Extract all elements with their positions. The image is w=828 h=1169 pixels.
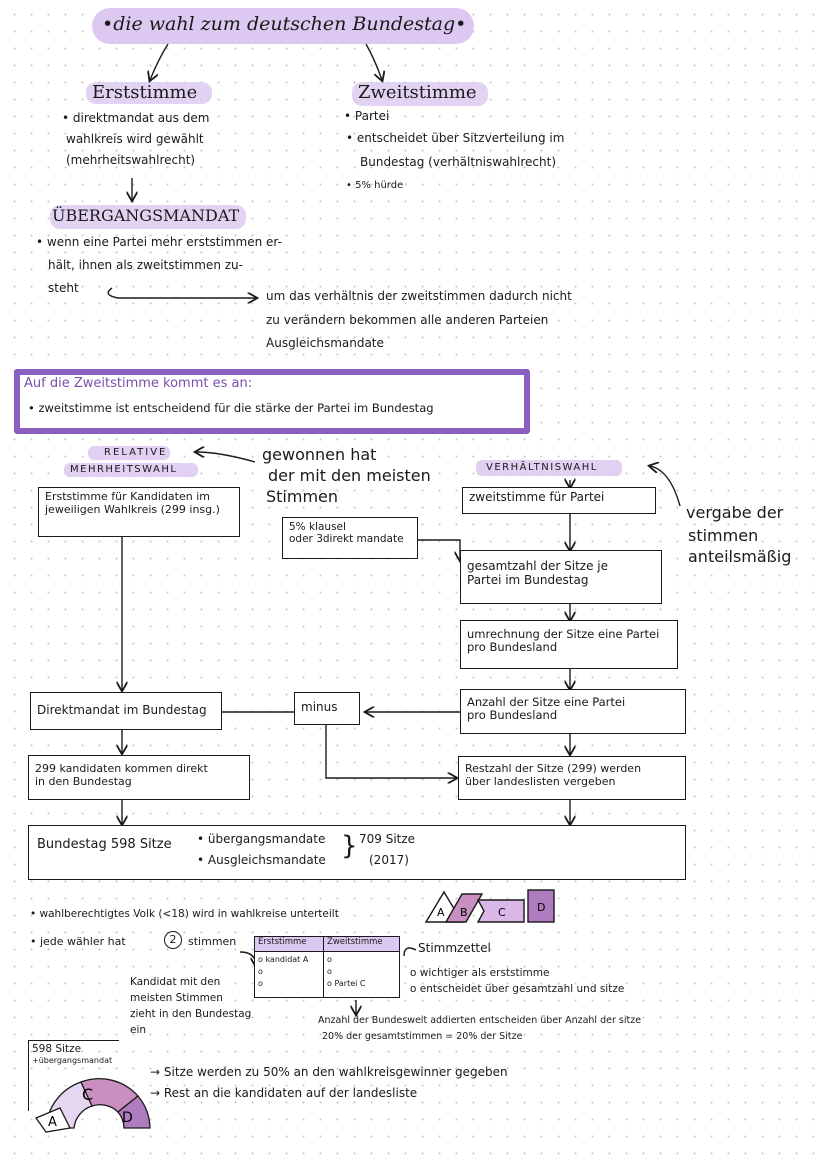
stimmen-word: stimmen	[188, 935, 237, 948]
box-minus: minus	[294, 692, 360, 725]
stimmen-count-circle: 2	[164, 931, 182, 949]
box-umrechnung: umrechnung der Sitze eine Partei pro Bun…	[460, 620, 678, 669]
zweitstimme-highlight	[352, 82, 488, 106]
box-erststimme-kandidaten: Erststimme für Kandidaten im jeweiligen …	[38, 487, 240, 537]
box-gesamtzahl: gesamtzahl der Sitze je Partei im Bundes…	[460, 550, 662, 604]
label-verhaeltniswahl: VERHÄLTNISWAHL	[486, 462, 598, 473]
kandidat-note-3: zieht in den Bundestag	[130, 1008, 252, 1020]
erststimme-highlight	[86, 82, 212, 104]
mehrheit-highlight	[64, 463, 198, 477]
callout-box	[14, 369, 530, 434]
gewonnen-line-1: gewonnen hat	[262, 445, 377, 464]
callout-heading: Auf die Zweitstimme kommt es an:	[24, 376, 253, 391]
bundestag-brace: }	[341, 831, 358, 861]
vergabe-line-1: vergabe der	[686, 503, 784, 522]
bundestag-total-1: 709 Sitze	[359, 832, 416, 846]
erststimme-line-2: wahlkreis wird gewählt	[66, 132, 204, 146]
bullet-wahlberechtigt: • wahlberechtigtes Volk (<18) wird in wa…	[30, 908, 339, 920]
erststimme-line-3: (mehrheitswahlrecht)	[66, 153, 196, 167]
uebergang-result-3: Ausgleichsmandate	[266, 336, 384, 350]
ballot-col1: Erststimme	[258, 937, 307, 947]
seat-arrow-2: → Rest an die kandidaten auf der landesl…	[150, 1086, 418, 1100]
stimmzettel-label: Stimmzettel	[418, 941, 491, 955]
bundestag-item-2: • Ausgleichsmandate	[197, 853, 326, 867]
vergabe-line-2: stimmen	[688, 526, 759, 545]
uebergang-heading: ÜBERGANGSMANDAT	[52, 206, 240, 225]
box-klausel: 5% klausel oder 3direkt mandate	[282, 517, 418, 559]
kandidat-note-4: ein	[130, 1024, 147, 1036]
zweitstimme-line-4: • 5% hürde	[346, 180, 404, 191]
ballot-col1-row2: o	[258, 967, 263, 976]
callout-text: • zweitstimme ist entscheidend für die s…	[28, 401, 434, 415]
zweitstimme-heading: Zweitstimme	[358, 82, 477, 103]
uebergang-line-2: hält, ihnen als zweitstimmen zu-	[48, 258, 243, 272]
title-highlight	[92, 8, 474, 44]
page-title: •die wahl zum deutschen Bundestag•	[102, 13, 467, 35]
ballot-col1-row3: o	[258, 979, 263, 988]
box-bundestag: Bundestag 598 Sitze • übergangsmandate •…	[28, 825, 686, 880]
zweitstimme-line-2: • entscheidet über Sitzverteilung im	[346, 131, 565, 145]
seat-part-d: D	[122, 1110, 133, 1126]
zweitstimme-line-3: Bundestag (verhältniswahlrecht)	[360, 155, 557, 169]
label-relative: RELATIVE	[104, 447, 168, 458]
seat-label-2: +übergangsmandat	[32, 1056, 113, 1065]
ballot-col2-row3: o Partei C	[327, 979, 366, 988]
kandidat-note-2: meisten Stimmen	[130, 992, 223, 1004]
tile-a: A	[437, 906, 445, 919]
zweitstimme-line-1: • Partei	[344, 109, 390, 123]
seat-label-box	[28, 1040, 119, 1111]
ballot-table: Erststimme Zweitstimme o kandidat A o o …	[254, 936, 400, 998]
relative-highlight	[88, 446, 170, 460]
ballot-header	[255, 937, 399, 952]
seat-label-1: 598 Sitze	[32, 1043, 82, 1055]
uebergang-line-1: • wenn eine Partei mehr erststimmen er-	[36, 235, 282, 249]
box-zweitstimme-partei: zweitstimme für Partei	[462, 487, 656, 514]
seat-arc: A C D	[34, 1078, 151, 1133]
ballot-note-2: o entscheidet über gesamtzahl und sitze	[410, 983, 625, 995]
gewonnen-line-3: Stimmen	[266, 487, 339, 506]
box-restzahl: Restzahl der Sitze (299) werden über lan…	[458, 756, 686, 800]
vergabe-line-3: anteilsmäßig	[688, 547, 792, 566]
verhaeltnis-highlight	[476, 460, 622, 476]
box-299-kandidaten: 299 kandidaten kommen direkt in den Bund…	[28, 755, 250, 800]
bundestag-item-1: • übergangsmandate	[197, 832, 326, 846]
seat-part-c: C	[82, 1085, 93, 1104]
gewonnen-line-2: der mit den meisten	[268, 466, 431, 485]
stimmen-count: 2	[169, 933, 177, 946]
label-mehrheitswahl: MEHRHEITSWAHL	[70, 464, 178, 475]
uebergang-highlight	[50, 205, 246, 229]
erststimme-line-1: • direktmandat aus dem	[62, 111, 210, 125]
uebergang-line-3: steht	[48, 281, 79, 295]
ballot-col2-row2: o	[327, 967, 332, 976]
ballot-note-1: o wichtiger als erststimme	[410, 967, 550, 979]
seat-part-a: A	[48, 1115, 57, 1130]
bullet-jede-waehler: • jede wähler hat	[30, 935, 126, 948]
uebergang-result-2: zu verändern bekommen alle anderen Parte…	[266, 313, 549, 327]
party-tiles: A B C D	[424, 889, 555, 923]
box-anzahl-sitze: Anzahl der Sitze eine Partei pro Bundesl…	[460, 689, 686, 734]
tile-d: D	[537, 901, 545, 914]
anzahl-note-2: 20% der gesamtstimmen = 20% der Sitze	[322, 1031, 523, 1042]
seat-arrow-1: → Sitze werden zu 50% an den wahlkreisge…	[150, 1065, 508, 1079]
erststimme-heading: Erststimme	[92, 82, 198, 103]
ballot-col2-row1: o	[327, 955, 332, 964]
box-direktmandat: Direktmandat im Bundestag	[30, 692, 222, 730]
bundestag-total-2: (2017)	[369, 853, 409, 867]
tile-c: C	[498, 906, 506, 919]
tile-b: B	[460, 906, 468, 919]
kandidat-note-1: Kandidat mit den	[130, 976, 221, 988]
ballot-divider	[323, 937, 325, 997]
ballot-col1-row1: o kandidat A	[258, 955, 309, 964]
uebergang-result-1: um das verhältnis der zweitstimmen dadur…	[266, 289, 572, 303]
anzahl-note-1: Anzahl der Bundesweit addierten entschei…	[318, 1015, 642, 1026]
ballot-col2: Zweitstimme	[327, 937, 383, 947]
bundestag-label: Bundestag 598 Sitze	[37, 837, 172, 852]
